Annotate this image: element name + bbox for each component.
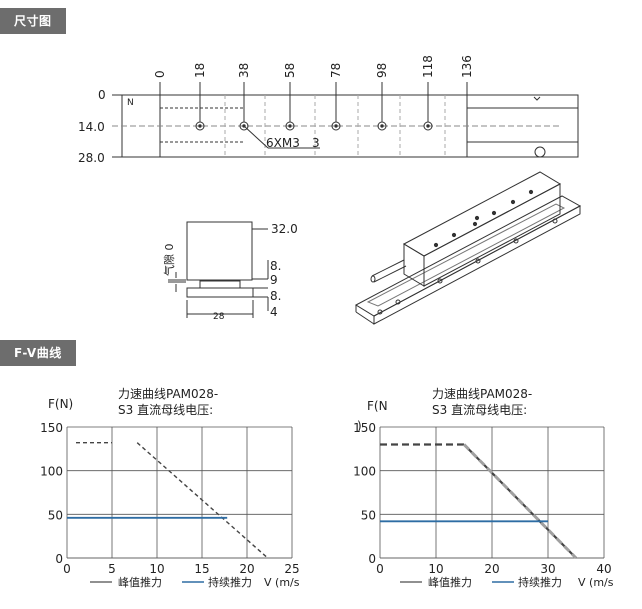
chart2-xtick-20: 20 — [484, 562, 499, 576]
dimensions-section-tag: 尺寸图 — [0, 8, 66, 34]
hole-spec-label: 6XM3 — [266, 136, 300, 150]
right-dim-3: 8. — [270, 289, 281, 303]
top-tick-118: 118 — [421, 55, 435, 78]
chart1-ytick-50: 50 — [48, 508, 63, 522]
chart2-ylabel: F(N — [367, 399, 388, 413]
chart2-ytick-100: 100 — [353, 465, 376, 479]
chart2-xlabel: V (m/s — [578, 576, 614, 589]
chart2-legend-cont-label: 持续推力 — [518, 575, 562, 589]
chart1-xtick-20: 20 — [239, 562, 254, 576]
top-tick-0: 0 — [153, 70, 167, 78]
chart2-title-line-2: S3 直流母线电压: — [432, 403, 527, 417]
chart1-legend-peak-label: 峰值推力 — [118, 575, 162, 589]
right-dim-2: 9 — [270, 273, 278, 287]
side-tick-0: 0 — [98, 88, 106, 102]
isometric-view — [354, 171, 582, 325]
n-label: N — [127, 98, 134, 108]
chart1-title-line-2: S3 直流母线电压: — [118, 403, 213, 417]
chart1-xlabel: V (m/s — [264, 576, 300, 589]
top-tick-58: 58 — [283, 63, 297, 78]
hole-depth-label: 3 — [312, 136, 320, 150]
chart1-ytick-0: 0 — [55, 552, 63, 566]
top-tick-18: 18 — [193, 63, 207, 78]
chart1-legend-cont-label: 持续推力 — [208, 575, 252, 589]
air-gap-label: 气隙 0 — [162, 244, 176, 277]
chart2-xtick-30: 30 — [540, 562, 555, 576]
chart2-ytick-50: 50 — [361, 508, 376, 522]
side-tick-28: 28.0 — [78, 151, 105, 165]
side-tick-14: 14.0 — [78, 120, 105, 134]
base-width-label: 28 — [213, 312, 225, 322]
chart2-xtick-10: 10 — [428, 562, 443, 576]
chart1-xtick-0: 0 — [63, 562, 71, 576]
chart2-xtick-0: 0 — [376, 562, 384, 576]
fv-section-tag: F-V曲线 — [0, 340, 76, 366]
chart1-xtick-5: 5 — [108, 562, 116, 576]
chart2-series-0 — [380, 443, 577, 559]
chart2-xtick-40: 40 — [596, 562, 611, 576]
chart1-xtick-25: 25 — [284, 562, 299, 576]
chart2-series-overlay — [462, 443, 578, 560]
front-height-label: 32.0 — [271, 222, 298, 236]
chart1-xtick-15: 15 — [194, 562, 209, 576]
right-dim-4: 4 — [270, 305, 278, 319]
chart2-ylabel-extra: ) — [357, 419, 362, 433]
chart2-title-line-1: 力速曲线PAM028- — [432, 387, 532, 401]
top-tick-38: 38 — [237, 63, 251, 78]
chart1-ylabel: F(N) — [48, 397, 73, 411]
mounting-holes — [195, 121, 433, 131]
top-tick-98: 98 — [375, 63, 389, 78]
chart2-ytick-150: 150 — [353, 421, 376, 435]
top-tick-78: 78 — [329, 63, 343, 78]
chart1-ytick-150: 150 — [40, 421, 63, 435]
top-tick-136: 136 — [460, 55, 474, 78]
front-view — [168, 221, 269, 318]
right-dim-1: 8. — [270, 259, 281, 273]
chart2-ytick-0: 0 — [368, 552, 376, 566]
chart1-xtick-10: 10 — [149, 562, 164, 576]
chart1-series-1 — [136, 442, 269, 559]
chart2-legend-peak-label: 峰值推力 — [428, 575, 472, 589]
chart1-ytick-100: 100 — [40, 465, 63, 479]
chart1-title-line-1: 力速曲线PAM028- — [118, 387, 218, 401]
